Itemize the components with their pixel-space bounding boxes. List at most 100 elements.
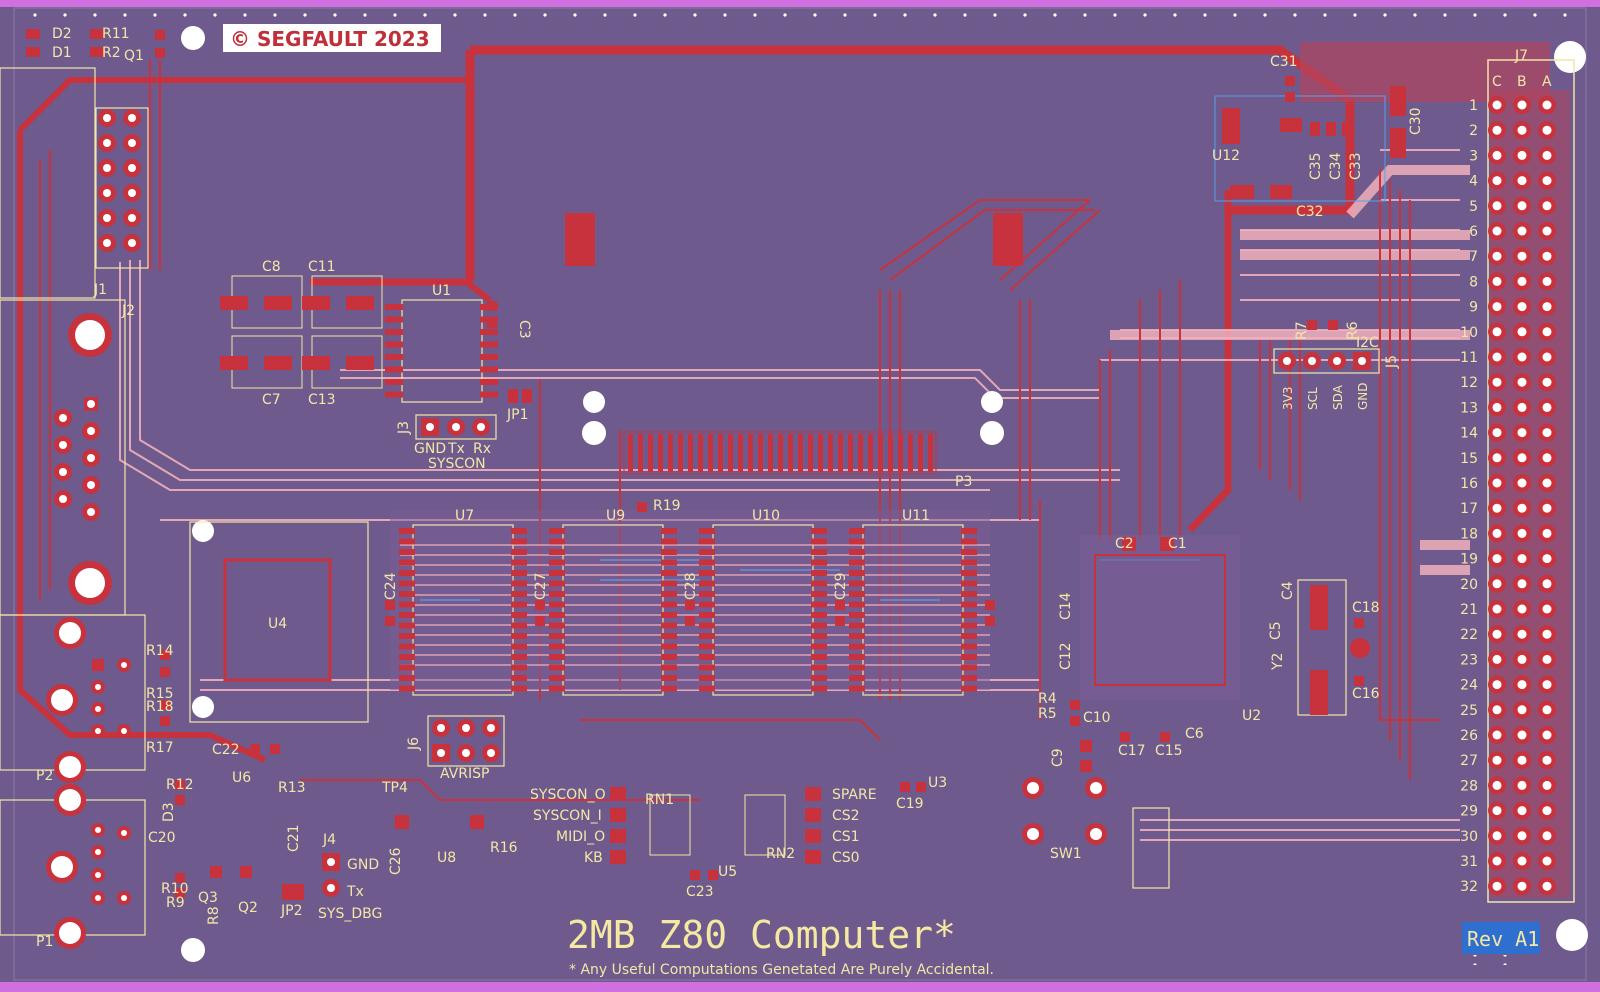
ref-u5: U5 <box>718 864 737 880</box>
j7-pin-hole <box>1542 629 1552 639</box>
ic-pad <box>399 570 415 576</box>
ic-pad <box>661 591 677 597</box>
j7-pin-hole <box>1517 579 1527 589</box>
ic-pad <box>849 549 865 555</box>
ref-q1: Q1 <box>124 48 144 64</box>
ref-c26: C26 <box>388 847 404 875</box>
ic-pad <box>961 601 977 608</box>
j7-row-number: 23 <box>1460 652 1478 668</box>
j7-pin-hole <box>1492 302 1502 312</box>
ref-sw1: SW1 <box>1050 846 1082 862</box>
j7-pin-hole <box>1492 377 1502 387</box>
ref-r13: R13 <box>278 780 306 796</box>
j7-pin-hole <box>1542 528 1552 538</box>
ref-d2: D2 <box>52 26 72 42</box>
j7-pin-hole <box>1542 579 1552 589</box>
j5-i2c-header <box>1273 348 1380 374</box>
ic-pad <box>961 612 977 618</box>
stitching-vias-bottom <box>1460 955 1530 965</box>
ic-pad <box>385 316 403 323</box>
copyright-box <box>223 24 441 52</box>
ic-pad <box>699 570 715 576</box>
ic-pad <box>480 341 498 348</box>
ic-pad <box>511 559 527 566</box>
ic-pad <box>699 538 715 545</box>
ic-pad <box>399 643 415 650</box>
j7-pin-hole <box>1492 226 1502 236</box>
i2c-pin-gnd: GND <box>1356 382 1370 410</box>
ref-c29: C29 <box>833 572 849 600</box>
ic-pad <box>385 341 403 348</box>
ic-pad <box>511 538 527 545</box>
power-pours <box>17 42 1550 763</box>
j6-avrisp-header <box>427 715 505 767</box>
j7-row-number: 5 <box>1469 199 1478 215</box>
ic-pad <box>399 633 415 639</box>
j7-row-number: 20 <box>1460 577 1478 593</box>
j7-pin-hole <box>1517 780 1527 790</box>
j7-row-number: 6 <box>1469 224 1478 240</box>
j7-pin-hole <box>1517 377 1527 387</box>
ic-pad <box>811 643 827 650</box>
ic-pad <box>661 685 677 692</box>
ic-pad <box>961 664 977 671</box>
rn2-label-cs1: CS1 <box>832 829 860 845</box>
ref-p3: P3 <box>955 474 972 490</box>
ic-pad <box>399 528 415 534</box>
ref-c16: C16 <box>1352 686 1380 702</box>
memory-ic-pads <box>399 528 977 692</box>
ic-pad <box>511 654 527 660</box>
j7-pin-hole <box>1492 705 1502 715</box>
j7-pin-hole <box>1542 176 1552 186</box>
ref-c14: C14 <box>1058 592 1074 620</box>
ic-pad <box>480 379 498 385</box>
rn1-label-midi-o: MIDI_O <box>556 829 605 845</box>
ref-c24: C24 <box>383 572 399 600</box>
ic-pad <box>511 622 527 629</box>
j7-row-number: 29 <box>1460 804 1478 820</box>
ref-u10: U10 <box>752 508 780 524</box>
ic-pad <box>699 675 715 681</box>
ic-pad <box>480 354 498 360</box>
ref-c31: C31 <box>1270 54 1298 70</box>
ic-pad <box>549 538 565 545</box>
ic-pad <box>849 643 865 650</box>
j7-row-number: 21 <box>1460 602 1478 618</box>
ic-pad <box>549 612 565 618</box>
ref-r6: R6 <box>1345 321 1361 340</box>
ic-pad <box>811 580 827 587</box>
j7-row-number: 28 <box>1460 778 1478 794</box>
j7-row-number: 30 <box>1460 829 1478 845</box>
j7-pin-hole <box>1517 125 1527 135</box>
j7-pin-hole <box>1542 831 1552 841</box>
j4-tx-label: Tx <box>346 884 364 900</box>
ic-pad <box>961 633 977 639</box>
ic-pad <box>961 580 977 587</box>
j7-pin-hole <box>1517 856 1527 866</box>
j1-pin-hole <box>103 189 111 197</box>
j7-row-labels: 1234567891011121314151617181920212223242… <box>1460 98 1478 895</box>
ic-pad <box>849 580 865 587</box>
board-edge-top <box>0 0 1600 7</box>
ic-pad <box>661 549 677 555</box>
ref-r17: R17 <box>146 740 174 756</box>
j7-pin-hole <box>1517 503 1527 513</box>
p3-edge-fingers <box>623 431 937 475</box>
j7-pin-hole <box>1517 302 1527 312</box>
ic-pad <box>399 559 415 566</box>
j7-row-number: 15 <box>1460 451 1478 467</box>
j7-pin-hole <box>1517 327 1527 337</box>
j7-row-number: 17 <box>1460 501 1478 517</box>
ref-j4: J4 <box>322 832 336 848</box>
j7-pin-hole <box>1492 478 1502 488</box>
j7-pin-hole <box>1542 554 1552 564</box>
ic-pad <box>399 654 415 660</box>
ref-c10: C10 <box>1083 710 1111 726</box>
j2-db9-connector <box>0 299 126 616</box>
ref-c23: C23 <box>686 884 714 900</box>
rn1-rn2-jumpers <box>610 787 821 864</box>
ref-c4: C4 <box>1280 581 1296 600</box>
ic-pad <box>811 654 827 660</box>
ref-c35: C35 <box>1308 152 1324 180</box>
board-title: 2MB Z80 Computer* <box>567 913 956 957</box>
